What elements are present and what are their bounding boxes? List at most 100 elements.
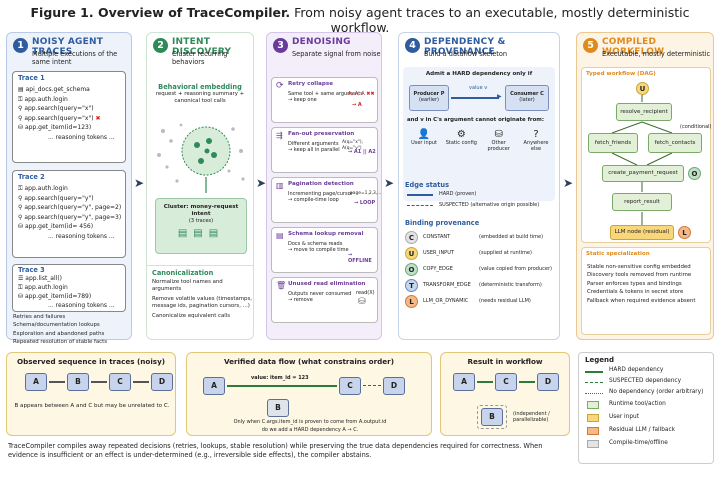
verified-note-1: Only when C.args.item_id is proven to co… [233,419,387,425]
spec-item: Credentials & tokens in secret store [587,289,684,296]
node-friends: fetch_friends [588,133,638,153]
lock-icon: ⚿ [18,284,25,291]
legend-item: User input [609,414,639,420]
column-subtitle: Separate signal from noise [292,50,381,58]
consumer-sub: (later) [519,97,535,103]
denoise-result: → LOOP [354,200,376,206]
verified-value: value: item_id = 123 [251,375,309,381]
trace-row: ⚲ app.search(query="y") [18,194,94,202]
denoise-result: → A1 || A2 [348,149,376,155]
denoise-line: → compile-time loop [288,197,339,203]
trace-row: ⛁ app.get_item(id= 456) [18,223,94,230]
denoise-glyph: read(X) [356,290,375,296]
trace-card: Trace 1 ▤ api_docs.get_schema ⚿ app.auth… [12,71,126,163]
noise-list: Retries and failures Schema/documentatio… [13,313,131,347]
column-subtitle: Multiple executions of the same intent [32,50,118,66]
node-a: A [203,377,225,395]
search-icon: ⚲ [18,114,25,122]
list-icon: ☰ [18,275,26,282]
flow-arrow-icon: ➤ [134,176,145,190]
cluster-label: Cluster: money-request intent [163,204,239,217]
flow-arrow-icon: ➤ [563,176,574,190]
denoise-line: Different arguments [288,141,339,147]
denoise-line: Same tool + same arguments [288,91,363,97]
column-title: DENOISING [292,37,351,47]
denoise-card: ▥ Pagination detection Incrementing page… [271,177,381,223]
search-icon: ⚲ [18,194,25,202]
search-icon: ⚲ [18,105,25,112]
trace-row: ⚲ app.search(query="x") ✖ [18,114,101,122]
column-subtitle: Cluster recurring behaviors [172,50,228,66]
node-d: D [151,373,173,391]
node-b: B [481,408,503,426]
legend: Legend HARD dependency SUSPECTED depende… [578,352,714,464]
spec-box: Static specialization Stable non-sensiti… [581,247,711,335]
result-note: (independent / parallelizable) [513,411,550,423]
denoise-card: ⇶ Fan-out preservation Different argumen… [271,127,378,173]
llm-marker: L [678,226,691,239]
conditional-label: (conditional) [680,124,712,130]
denoise-title: Schema lookup removal [288,231,364,237]
node-c: C [109,373,131,391]
search-icon: ⚲ [18,213,25,221]
edge-suspected: SUSPECTED (alternative origin possible) [439,202,540,208]
denoise-result: → OFFLINE [348,252,372,264]
trace-row: ☰ app.list_all() [18,275,63,282]
copy-edge-marker: O [688,167,701,180]
node-llm: LLM node (residual) [610,225,674,240]
trace-card: Trace 2 ⚿ app.auth.login ⚲ app.search(qu… [12,170,126,258]
trace-label: Trace 2 [18,173,45,181]
node-d: D [537,373,559,391]
prov-title: Binding provenance [405,219,480,227]
denoise-line: Docs & schema reads [288,241,343,247]
trace-row: ⛁ app.get_item(id=123) [18,124,92,131]
column-title: DEPENDENCY & PROVENANCE [424,37,506,57]
denoise-line: → remove [288,297,313,303]
spec-item: Fallback when required evidence absent [587,297,696,304]
result-title: Result in workflow [467,357,543,366]
edge-title: Edge status [405,181,450,189]
denoise-line: → move to compile time [288,247,349,253]
node-resolve: resolve_recipient [616,103,672,121]
observed-note: B appears between A and C but may be unr… [14,403,170,409]
trace-row: ⚲ app.search(query="x") [18,105,94,112]
noise-item: Exploration and abandoned paths [13,330,105,337]
search-icon: ⚲ [18,204,25,211]
edge-hard: HARD (proven) [439,191,477,197]
fanout-icon: ⇶ [276,131,283,140]
column-denoising: 3 DENOISING Separate signal from noise ⟳… [266,32,382,340]
db-icon: ⛁ [18,293,25,300]
spec-item: Stable non-sensitive config embedded [587,264,691,270]
denoise-glyph: A, A, A ✖✖ [348,91,375,97]
denoise-card: ⟳ Retry collapse Same tool + same argume… [271,77,378,123]
retry-icon: ⟳ [276,81,284,91]
step-number: 5 [583,38,598,53]
legend-title: Legend [585,356,614,364]
node-c: C [495,373,517,391]
embed-subtitle: request + reasoning summary + canonical … [155,91,245,104]
trace-row: ▤ api_docs.get_schema [18,86,90,93]
legend-item: Compile-time/offline [609,440,668,446]
denoise-line: → keep all in parallel [288,147,340,153]
noise-item: Repeated resolution of stable facts [13,339,108,346]
column-compiled-workflow: 5 COMPILED WORKFLOW Executable, mostly d… [576,32,714,340]
cluster-sub: (3 traces) [188,218,214,224]
column-subtitle: Build a dataflow skeleton [424,50,508,58]
producer-box: Producer P (earlier) [409,85,449,111]
schema-icon: ▤ [276,231,284,240]
origin-anywhere: ?Anywhere else [519,129,553,152]
legend-item: No dependency (order arbitrary) [609,389,704,395]
embed-title: Behavioral embedding [158,83,242,91]
node-payment: create_payment_request [602,165,684,182]
db-icon: ⛁ [18,223,25,230]
fail-icon: ✖ [95,114,101,122]
column-noisy-traces: 1 NOISY AGENT TRACES Multiple executions… [6,32,132,345]
spec-title: Static specialization [586,251,650,257]
trace-row: ⚿ app.auth.login [18,95,68,103]
db-icon: ⛁ [18,124,25,131]
